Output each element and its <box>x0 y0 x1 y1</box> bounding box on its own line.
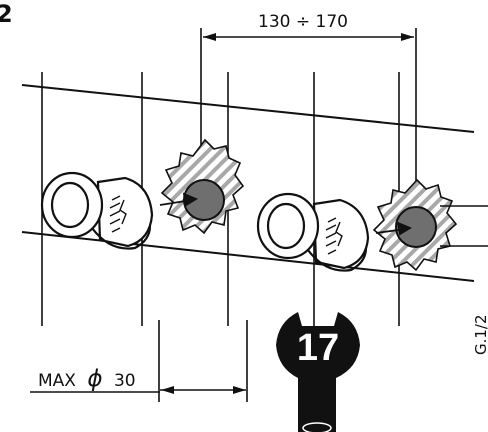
spacing-dimension-label: 130 ÷ 170 <box>258 12 348 32</box>
diameter-symbol: ϕ <box>87 366 102 392</box>
spacing-dimension: 130 ÷ 170 <box>203 12 414 41</box>
upper-wall-line <box>21 84 475 133</box>
fitting-nut <box>91 225 152 250</box>
left-wall-breakout <box>160 138 245 235</box>
corner-mark: 2 <box>0 0 13 28</box>
fitting-collar-inner <box>50 181 90 229</box>
right-connector-lines <box>440 205 488 247</box>
max-value: 30 <box>114 371 136 391</box>
fitting-thread <box>325 217 343 255</box>
max-prefix: MAX <box>38 371 76 391</box>
pipe-socket <box>183 179 225 221</box>
vertical-guide-lines <box>41 28 417 402</box>
insertion-arrows <box>159 192 412 236</box>
right-wall-breakout <box>372 178 458 272</box>
fitting-collar-inner <box>266 202 306 250</box>
pipe-socket <box>395 206 437 248</box>
wrench-size-label: 17 <box>297 327 339 369</box>
wrench-icon: 17 <box>276 312 360 432</box>
max-label: MAX ϕ 30 <box>38 366 136 392</box>
right-eccentric-fitting <box>256 192 370 272</box>
max-diameter-dimension: MAX ϕ 30 <box>30 366 246 394</box>
fitting-body <box>312 198 370 270</box>
thread-label: G.1/2 <box>472 314 488 355</box>
left-eccentric-fitting <box>40 171 154 250</box>
wrench-head <box>276 312 360 432</box>
fitting-thread <box>109 195 127 233</box>
fitting-nut <box>307 247 368 272</box>
fitting-body <box>96 176 154 248</box>
